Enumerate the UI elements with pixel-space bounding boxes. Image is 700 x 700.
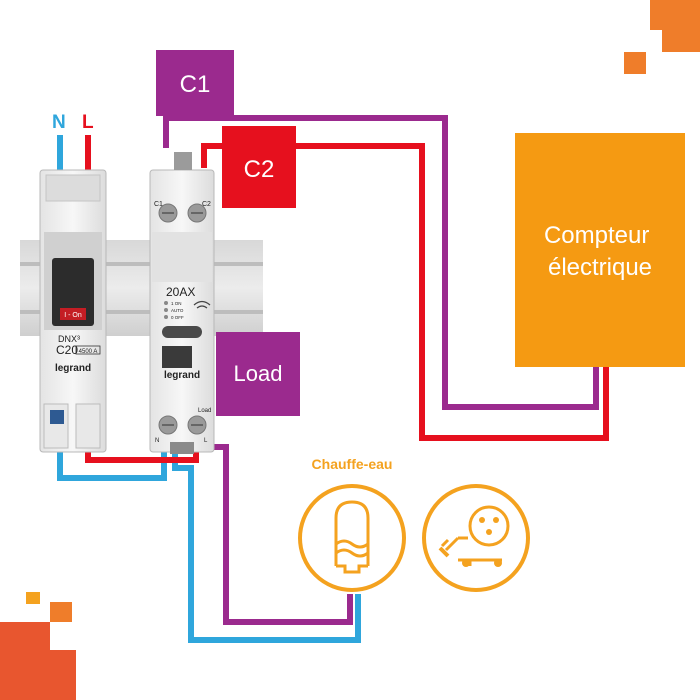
wifi-icon [193, 300, 211, 309]
wire-neutral-load [172, 447, 361, 643]
contactor-terminal-n: N [155, 438, 159, 444]
corner-decoration-top-right [624, 0, 700, 74]
label-live: L [82, 112, 94, 133]
meter-label: Compteur électrique [544, 222, 656, 281]
contactor-terminal-c1: C1 [154, 201, 163, 208]
breaker-on-label: I - On [64, 312, 82, 319]
contactor-selector [162, 326, 202, 338]
c2-label-box: C2 [222, 126, 296, 208]
c1-label: C1 [180, 71, 211, 98]
electric-meter: Compteur électrique [515, 133, 685, 367]
breaker-rating: C20 [56, 343, 78, 357]
water-heater-label: Chauffe-eau [312, 456, 393, 472]
contactor-module: C1 C2 20AX 1 ON AUTO 0 OFF legrand Load … [149, 152, 215, 454]
contactor-rating: 20AX [166, 285, 195, 299]
contactor-terminal-load: Load [198, 408, 211, 414]
contactor-mode-2: AUTO [171, 308, 184, 313]
electric-car-icon [422, 484, 530, 592]
contactor-brand: legrand [164, 370, 200, 381]
load-label-box: Load [216, 332, 300, 416]
label-neutral: N [52, 112, 66, 133]
breaker-brand: legrand [55, 363, 91, 374]
water-heater-icon [298, 484, 406, 592]
breaker-model: DNX³ [58, 334, 80, 344]
breaker-code: 4500 A [79, 349, 98, 355]
wire-load [196, 444, 353, 625]
c1-label-box: C1 [156, 50, 234, 116]
contactor-terminal-l: L [204, 438, 208, 444]
circuit-breaker: I - On DNX³ C20 4500 A legrand [39, 169, 107, 453]
corner-decoration-bottom-left [0, 592, 76, 700]
contactor-mode-1: 1 ON [171, 301, 182, 306]
c2-label: C2 [244, 156, 275, 183]
wire-c2 [201, 143, 609, 441]
wire-c1 [163, 115, 599, 410]
contactor-mode-3: 0 OFF [171, 315, 184, 320]
load-label: Load [234, 361, 283, 386]
contactor-terminal-c2: C2 [202, 201, 211, 208]
